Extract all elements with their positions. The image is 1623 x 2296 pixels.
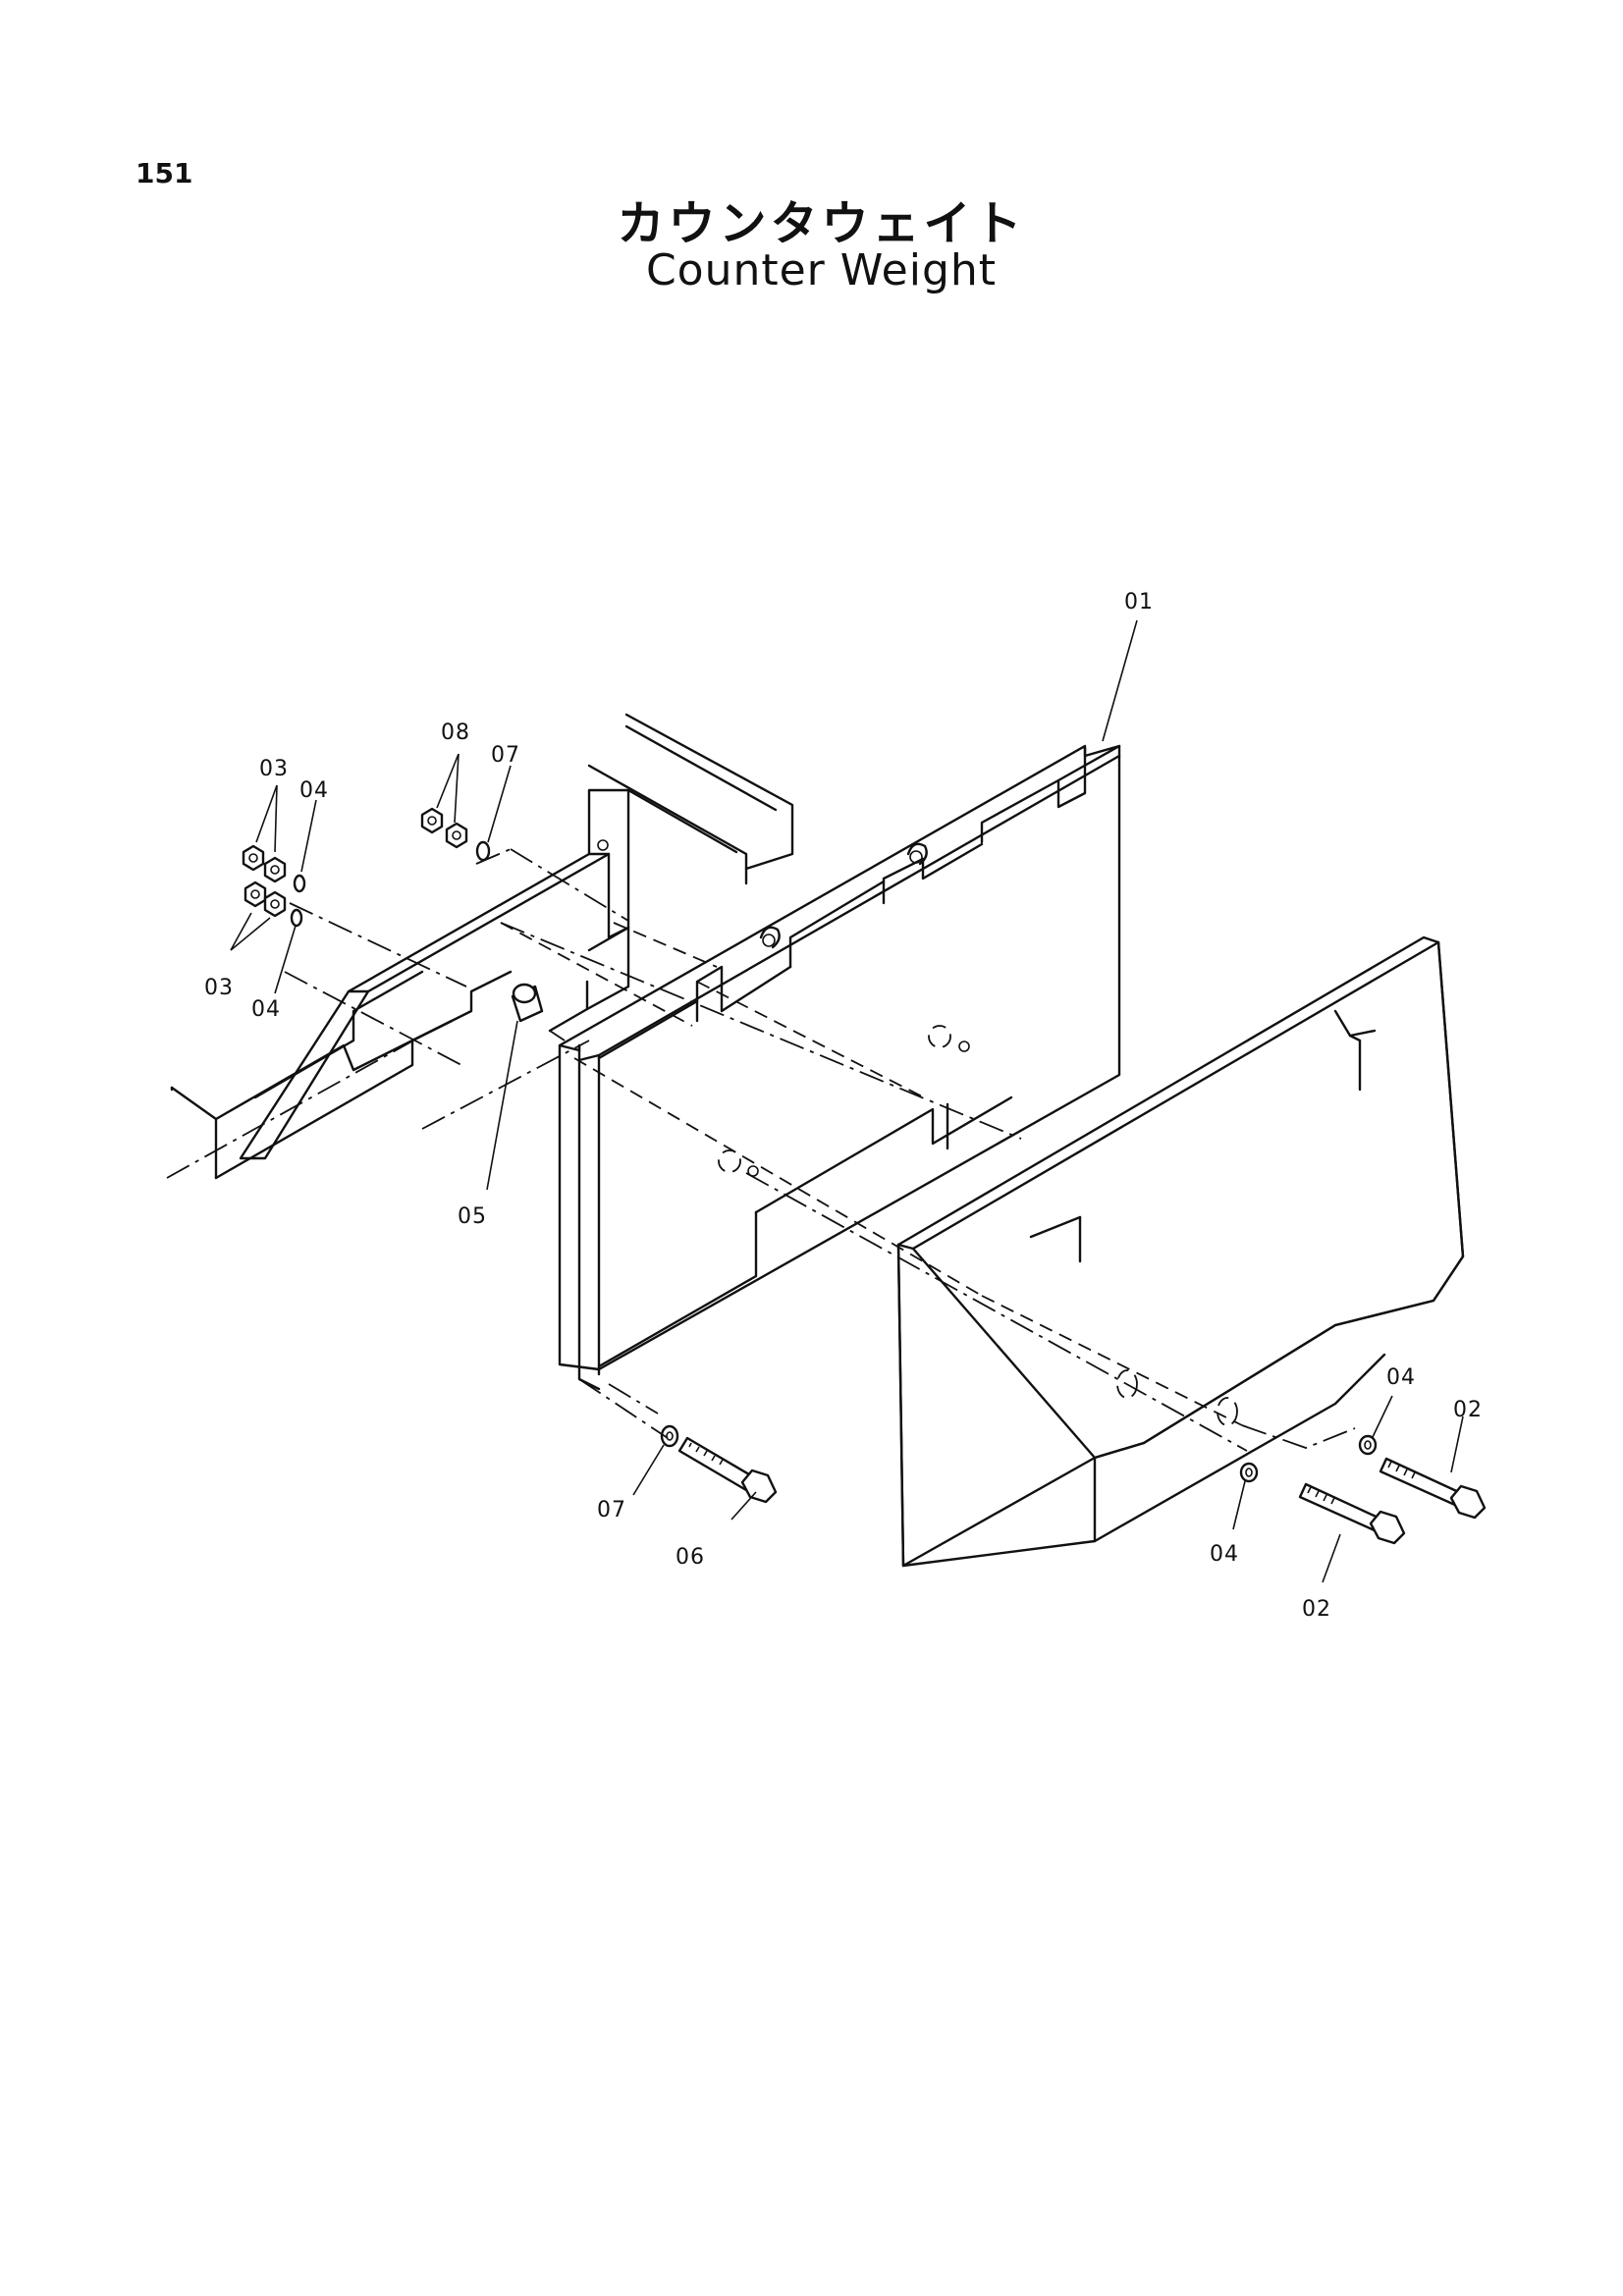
assembly-lines [166,848,1356,1452]
nuts-08 [420,807,468,849]
callout-01: 01 [1124,590,1154,614]
title-japanese: カウンタウェイト [617,196,1026,251]
callout-03-upper: 03 [259,757,289,781]
callout-04-upper-left: 04 [299,778,329,803]
washer-04-right-upper [1358,1434,1378,1456]
leader-lines [230,619,1464,1583]
counterweight-shell [896,935,1465,1568]
washers-04-left [290,874,306,928]
callout-08: 08 [441,721,470,745]
callout-02-lower: 02 [1302,1597,1331,1622]
title-english: Counter Weight [645,245,998,295]
bolt-06 [677,1436,778,1504]
callout-02-upper: 02 [1453,1398,1483,1422]
callouts: 01 08 07 03 04 03 04 05 07 06 04 02 04 0… [204,590,1483,1622]
machine-frame [170,713,794,1180]
callout-07-lower: 07 [597,1498,626,1522]
bolt-02-upper [1379,1457,1487,1520]
washer-07-upper [475,840,491,862]
callout-04-right-lower: 04 [1210,1542,1239,1567]
spacer-05 [511,983,544,1023]
callout-04-lower-left: 04 [251,997,281,1022]
callout-03-lower: 03 [204,976,234,1000]
page-number: 151 [135,157,193,189]
washer-07-lower [660,1424,679,1448]
callout-06: 06 [676,1545,705,1570]
callout-07-upper: 07 [491,743,520,768]
bolt-02-lower [1298,1482,1406,1545]
nut-group-03-lower [243,881,287,918]
nut-group-03-upper [242,844,287,883]
counterweight-plate [558,744,1121,1391]
washer-04-right-lower [1239,1462,1259,1483]
callout-04-right-upper: 04 [1386,1365,1416,1390]
callout-05: 05 [458,1204,487,1229]
